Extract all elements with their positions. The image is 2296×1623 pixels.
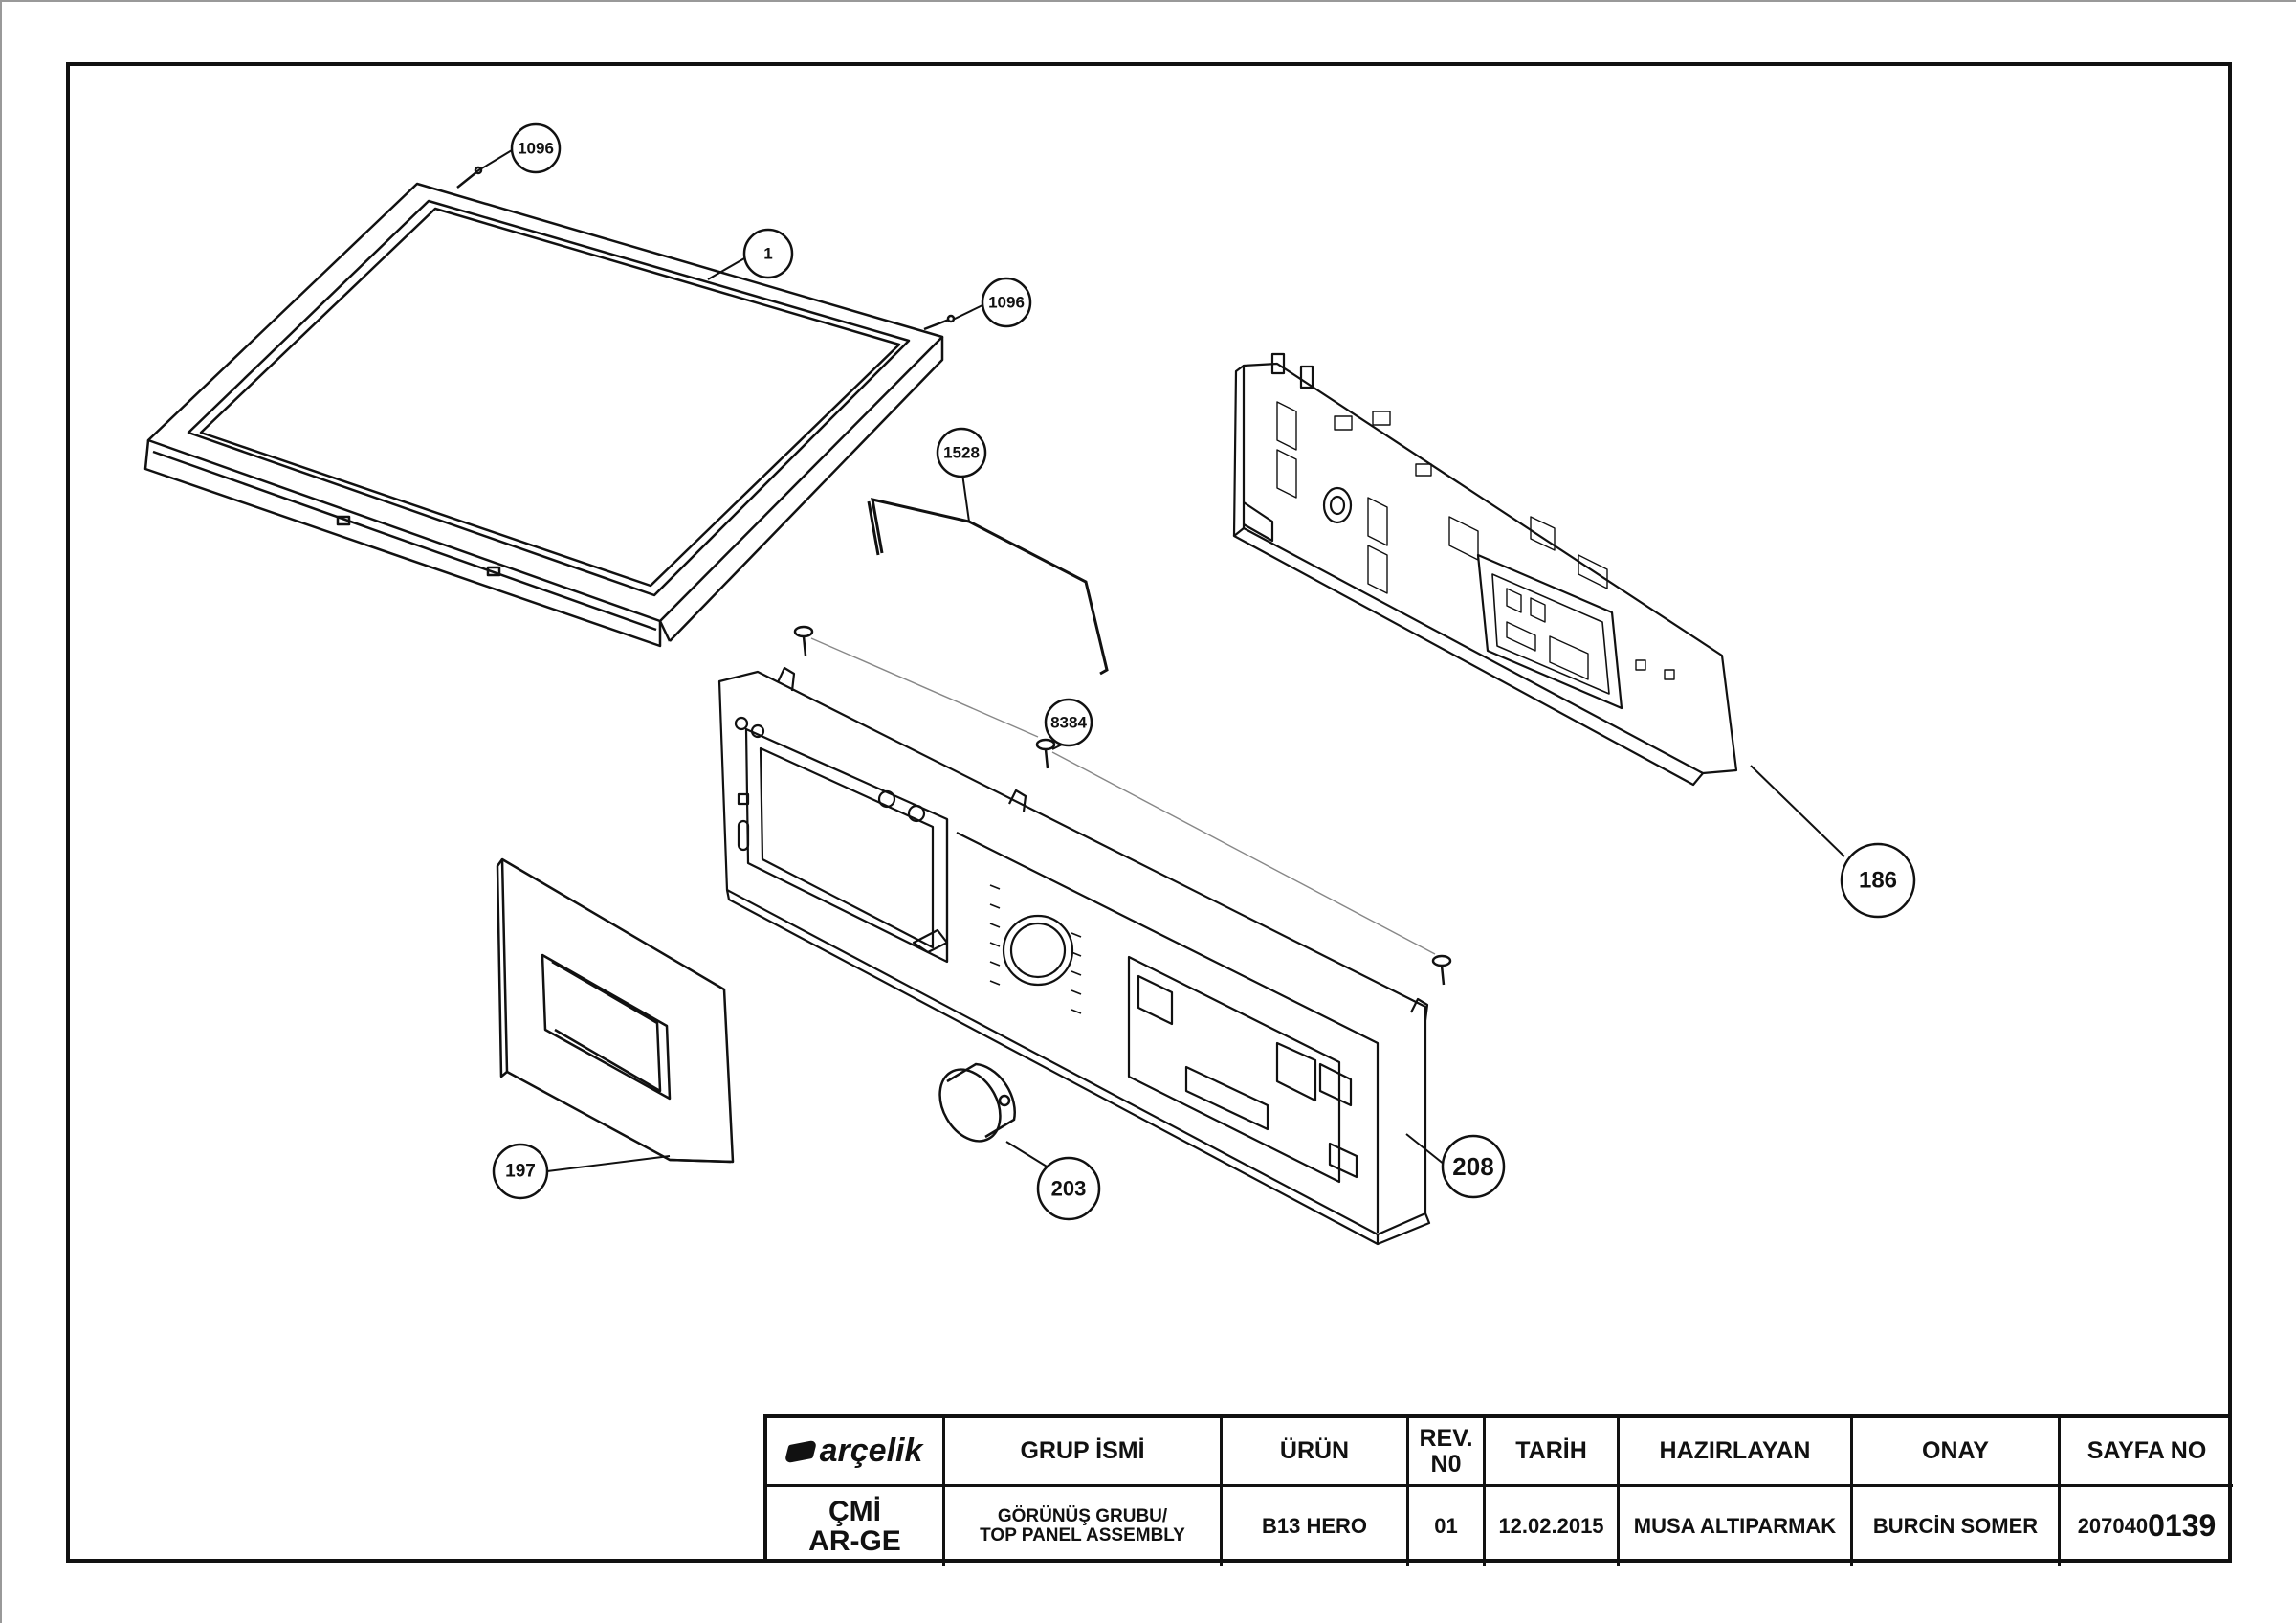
logo-mark-icon <box>784 1438 818 1464</box>
callout-label: 8384 <box>1050 714 1087 732</box>
header-group-name: GRUP İSMİ <box>945 1418 1223 1487</box>
callout-186: 186 <box>1840 842 1916 919</box>
callout-label: 197 <box>505 1162 536 1182</box>
top-lid-part <box>144 182 944 648</box>
header-approved-by: ONAY <box>1853 1418 2061 1487</box>
drawing-border <box>66 62 2232 1563</box>
electronic-card-part <box>1232 352 1738 787</box>
control-panel-part <box>718 666 1431 1246</box>
callout-label: 1096 <box>988 294 1025 312</box>
hinge-pin-left <box>456 166 483 189</box>
callout-label: 186 <box>1859 868 1897 894</box>
callout-8384: 8384 <box>1044 698 1093 747</box>
rev-value: 01 <box>1409 1487 1486 1566</box>
title-block: arçelik GRUP İSMİ ÜRÜN REV. N0 TARİH HAZ… <box>763 1414 2233 1566</box>
drawer-handle-part <box>496 857 735 1164</box>
logo-text: arçelik <box>819 1432 923 1469</box>
callout-1096-right: 1096 <box>981 277 1032 328</box>
department-line2: AR-GE <box>808 1525 901 1557</box>
callout-203: 203 <box>1036 1156 1101 1221</box>
screw-1 <box>793 625 814 656</box>
callout-208: 208 <box>1441 1134 1506 1199</box>
header-product: ÜRÜN <box>1223 1418 1409 1487</box>
group-name-line1: GÖRÜNÜŞ GRUBU/ <box>997 1506 1168 1527</box>
header-rev: REV. N0 <box>1409 1418 1486 1487</box>
callout-label: 1528 <box>943 444 980 462</box>
group-name-value: GÖRÜNÜŞ GRUBU/ TOP PANEL ASSEMBLY <box>945 1487 1223 1566</box>
hinge-pin-right <box>923 314 956 331</box>
header-rev-line1: REV. <box>1419 1425 1473 1453</box>
screw-2 <box>1035 738 1056 769</box>
screw-axis-lines <box>810 637 1436 955</box>
prepared-by-value: MUSA ALTIPARMAK <box>1620 1487 1853 1566</box>
callout-label: 1 <box>763 245 772 263</box>
header-date: TARİH <box>1486 1418 1620 1487</box>
callout-1528: 1528 <box>936 427 987 478</box>
wire-rod-part <box>867 498 1109 676</box>
callout-1: 1 <box>742 228 794 279</box>
department-line1: ÇMİ <box>828 1495 881 1527</box>
callout-label: 1096 <box>518 140 554 158</box>
callout-label: 203 <box>1051 1177 1087 1201</box>
callout-1096-left: 1096 <box>510 122 562 174</box>
group-name-line2: TOP PANEL ASSEMBLY <box>980 1525 1185 1545</box>
page-no-prefix: 207040 <box>2077 1514 2149 1539</box>
callout-label: 208 <box>1452 1152 1493 1181</box>
product-value: B13 HERO <box>1223 1487 1409 1566</box>
callout-197: 197 <box>492 1143 549 1200</box>
knob-part <box>938 1062 1016 1143</box>
date-value: 12.02.2015 <box>1486 1487 1620 1566</box>
header-page-no: SAYFA NO <box>2061 1418 2233 1487</box>
company-logo: arçelik <box>767 1418 945 1487</box>
screw-3 <box>1431 954 1452 986</box>
department: ÇMİ AR-GE <box>767 1487 945 1566</box>
header-prepared-by: HAZIRLAYAN <box>1620 1418 1853 1487</box>
approved-by-value: BURCİN SOMER <box>1853 1487 2061 1566</box>
page-no-suffix: 0139 <box>2148 1508 2217 1544</box>
header-rev-line2: N0 <box>1430 1450 1462 1478</box>
